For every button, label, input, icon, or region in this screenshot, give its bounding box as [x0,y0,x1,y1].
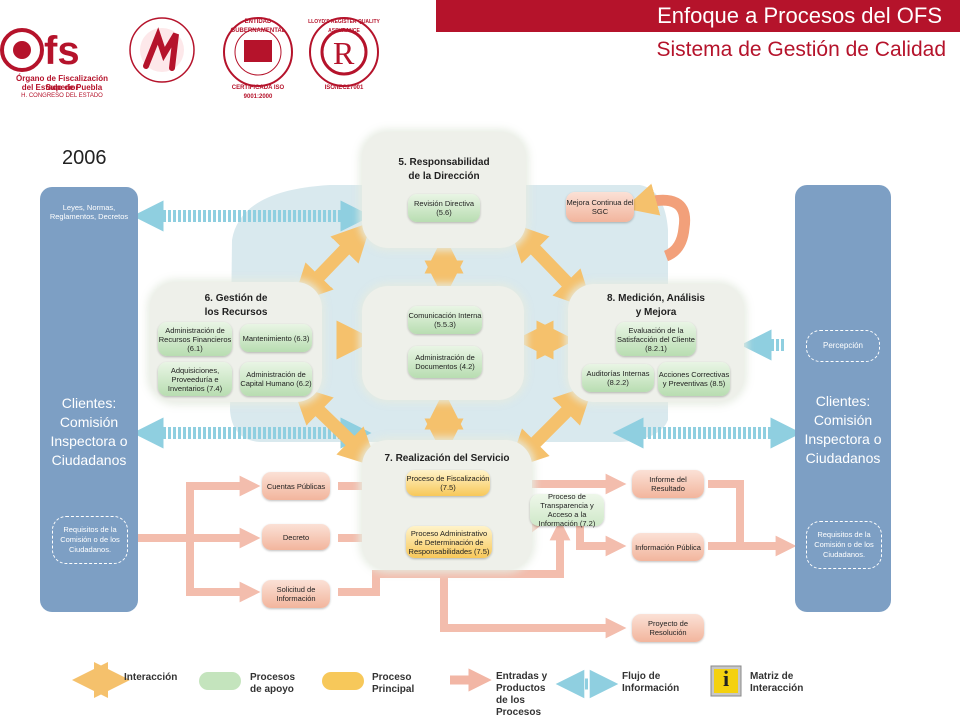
responsibility-box: 5. Responsabilidad de la Dirección Revis… [362,132,526,248]
interaction-med-real [508,384,594,470]
resources-title-1: 6. Gestión de [204,293,268,304]
output-proyecto: Proyecto de Resolución [632,614,704,642]
ofs-name-line1: Órgano de Fiscalización Superior [15,74,109,92]
lloyds-logo: R [309,17,379,87]
ofs-name-line3: H. CONGRESO DEL ESTADO [21,93,103,99]
cert-text-top: ENTIDAD GUBERNAMENTAL [230,19,286,34]
clients-left-label: Clientes: Comisión Inspectora o Ciudadan… [50,395,128,468]
flow-out-right [708,480,797,557]
mantenimiento: Mantenimiento (6.3) [240,324,312,352]
measurement-title-1: 8. Medición, Análisis [607,293,705,304]
legend-icons [72,662,742,699]
gender-model-logo [129,17,195,83]
clients-left-column [40,187,138,612]
flow-branch-solicitud [186,538,261,603]
flow-branch-left [186,475,261,538]
requirements-right: Requisitos de la Comisión o de los Ciuda… [806,521,882,569]
flow-solicitud-trans [338,519,571,596]
mejora-continua: Mejora Continua del SGC [566,192,634,222]
input-cuentas-publicas: Cuentas Públicas [262,472,330,500]
flow-trans-info [576,522,627,557]
header-bar [436,0,960,32]
year-label: 2006 [62,147,107,169]
ofs-name-line2: del Estado de Puebla [21,83,103,92]
service-title: 7. Realización del Servicio [384,453,510,464]
flow-det-proyecto [440,556,627,639]
legend-interaccion: Interacción [124,672,178,683]
legend-entradas: Entradas y Productos de los Procesos [496,671,548,718]
legend-matriz: Matriz de Interacción [750,671,804,694]
service-box: 7. Realización del Servicio Proceso de F… [362,440,532,570]
center-box: Comunicación Interna (5.5.3) Administrac… [362,286,524,400]
auditorias-internas: Auditorías Internas (8.2.2) [582,364,654,392]
revision-directiva: Revisión Directiva (5.6) [408,194,480,222]
svg-text:fs: fs [44,29,80,73]
evaluacion-satisfaccion: Evaluación de la Satisfacción del Client… [616,322,696,356]
adquisiciones: Adquisiciones, Proveeduría e Inventarios… [158,362,232,396]
laws-label: Leyes, Normas, Reglamentos, Decretos [49,203,129,221]
resources-title-2: los Recursos [204,307,268,318]
resources-box: 6. Gestión de los Recursos Administració… [150,282,322,402]
output-informe: Informe del Resultado [632,470,704,498]
interaction-resp-med [508,221,594,311]
svg-text:R: R [333,35,355,71]
input-decreto: Decreto [262,524,330,550]
proceso-determinacion: Proceso Administrativo de Determinación … [406,526,492,558]
proceso-transparencia: Proceso de Transparencia y Acceso a la I… [530,492,604,528]
lloyds-text: LLOYD'S REGISTER QUALITY ASSURANCE [308,19,380,34]
clients-right-label: Clientes: Comisión Inspectora o Ciudadan… [804,393,882,466]
legend-flujo: Flujo de Información [622,671,680,694]
interaction-rec-real [291,384,379,468]
logos-strip: fs R [0,17,379,87]
legend-apoyo: Procesos de apoyo [250,672,296,695]
measurement-title-2: y Mejora [635,307,677,318]
certification-seal [223,17,293,87]
responsibility-title-2: de la Dirección [408,171,480,182]
interaction-resp-rec [292,221,372,305]
administracion-recursos: Administración de Recursos Financieros (… [158,322,232,356]
responsibility-title-1: 5. Responsabilidad [398,157,490,168]
page-title: Enfoque a Procesos del OFS [657,3,942,28]
mejora-loop-arrow [624,183,691,262]
acciones-correctivas: Acciones Correctivas y Preventivas (8.5) [658,362,730,396]
legend-principal: Proceso Principal [372,672,415,695]
capital-humano: Administración de Capital Humano (6.2) [240,362,312,396]
cert-text-bottom: CERTIFICADA ISO 9001:2000 [231,85,285,100]
info-icon: i [722,666,730,691]
measurement-box: 8. Medición, Análisis y Mejora Evaluació… [568,284,744,402]
administracion-documentos: Administración de Documentos (4.2) [408,346,482,378]
lloyds-iso: ISO/IEC27001 [324,85,364,91]
ofs-logo: fs [0,28,80,73]
comunicacion-interna: Comunicación Interna (5.5.3) [408,306,482,334]
perception-box: Percepción [806,330,880,362]
proceso-fiscalizacion: Proceso de Fiscalización (7.5) [406,470,490,496]
clients-right-column [795,185,891,612]
output-informacion-publica: Información Pública [632,533,704,561]
page-subtitle: Sistema de Gestión de Calidad [656,38,947,61]
input-solicitud: Solicitud de Información [262,580,330,608]
requirements-left: Requisitos de la Comisión o de los Ciuda… [52,516,128,564]
